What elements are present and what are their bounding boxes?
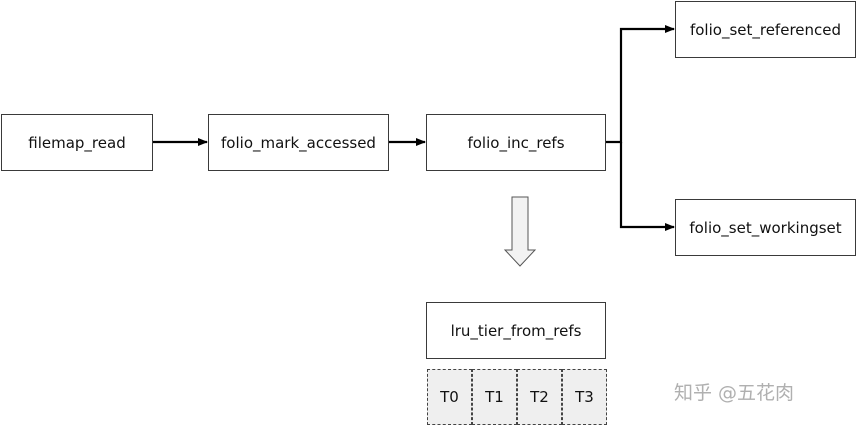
node-folio-inc-refs: folio_inc_refs bbox=[426, 114, 606, 171]
node-folio-mark-accessed: folio_mark_accessed bbox=[208, 114, 389, 171]
tier-label: T0 bbox=[440, 388, 459, 406]
node-label: folio_inc_refs bbox=[467, 133, 565, 152]
tier-label: T1 bbox=[485, 388, 504, 406]
tier-t3: T3 bbox=[562, 369, 607, 425]
node-folio-set-referenced: folio_set_referenced bbox=[675, 1, 856, 58]
tier-label: T3 bbox=[575, 388, 594, 406]
tier-label: T2 bbox=[530, 388, 549, 406]
watermark: 知乎 @五花肉 bbox=[674, 378, 794, 405]
node-lru-tier-from-refs: lru_tier_from_refs bbox=[426, 302, 606, 359]
node-label: lru_tier_from_refs bbox=[450, 321, 582, 340]
node-label: folio_set_workingset bbox=[689, 218, 842, 237]
node-label: filemap_read bbox=[28, 133, 126, 152]
node-filemap-read: filemap_read bbox=[1, 114, 153, 171]
tier-t1: T1 bbox=[472, 369, 517, 425]
hollow-down-arrow bbox=[503, 196, 537, 267]
watermark-text: 知乎 @五花肉 bbox=[674, 382, 795, 404]
arrow-inc-refs-to-set-referenced bbox=[606, 25, 675, 144]
node-label: folio_mark_accessed bbox=[221, 133, 376, 152]
arrow-inc-refs-to-set-workingset bbox=[619, 142, 675, 231]
node-folio-set-workingset: folio_set_workingset bbox=[675, 199, 856, 256]
node-label: folio_set_referenced bbox=[689, 20, 842, 39]
tier-t2: T2 bbox=[517, 369, 562, 425]
tier-t0: T0 bbox=[427, 369, 472, 425]
